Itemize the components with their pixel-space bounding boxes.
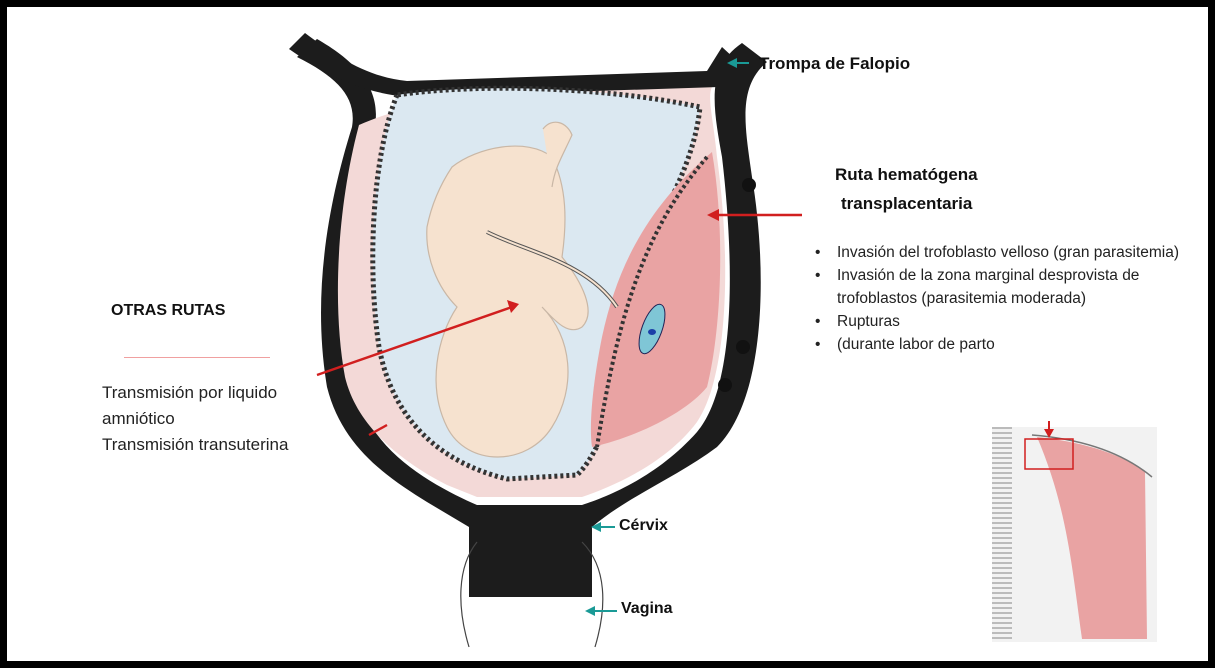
otras-rutas-description: Transmisión por liquido amniótico Transm… (102, 380, 288, 458)
label-otras-rutas: OTRAS RUTAS (111, 302, 225, 320)
otras-rutas-line: Transmisión transuterina (102, 432, 288, 458)
hematogena-bullet-list: Invasión del trofoblasto velloso (gran p… (815, 241, 1205, 356)
diagram-canvas: Trompa de Falopio Ruta hematógena transp… (7, 7, 1208, 661)
bullet-item: Rupturas (815, 310, 1205, 333)
label-vagina: Vagina (621, 600, 673, 618)
label-ruta-hematogena: Ruta hematógena (835, 165, 978, 185)
label-cervix: Cérvix (619, 517, 668, 535)
inset-image (992, 421, 1157, 642)
label-trompa-de-falopio: Trompa de Falopio (759, 54, 910, 74)
otras-rutas-line: amniótico (102, 406, 288, 432)
otras-rutas-divider (124, 357, 270, 358)
label-transplacentaria: transplacentaria (841, 194, 972, 214)
bullet-item: Invasión de la zona marginal desprovista… (815, 264, 1205, 310)
otras-rutas-line: Transmisión por liquido (102, 380, 288, 406)
bullet-item: (durante labor de parto (815, 333, 1205, 356)
bullet-item: Invasión del trofoblasto velloso (gran p… (815, 241, 1205, 264)
